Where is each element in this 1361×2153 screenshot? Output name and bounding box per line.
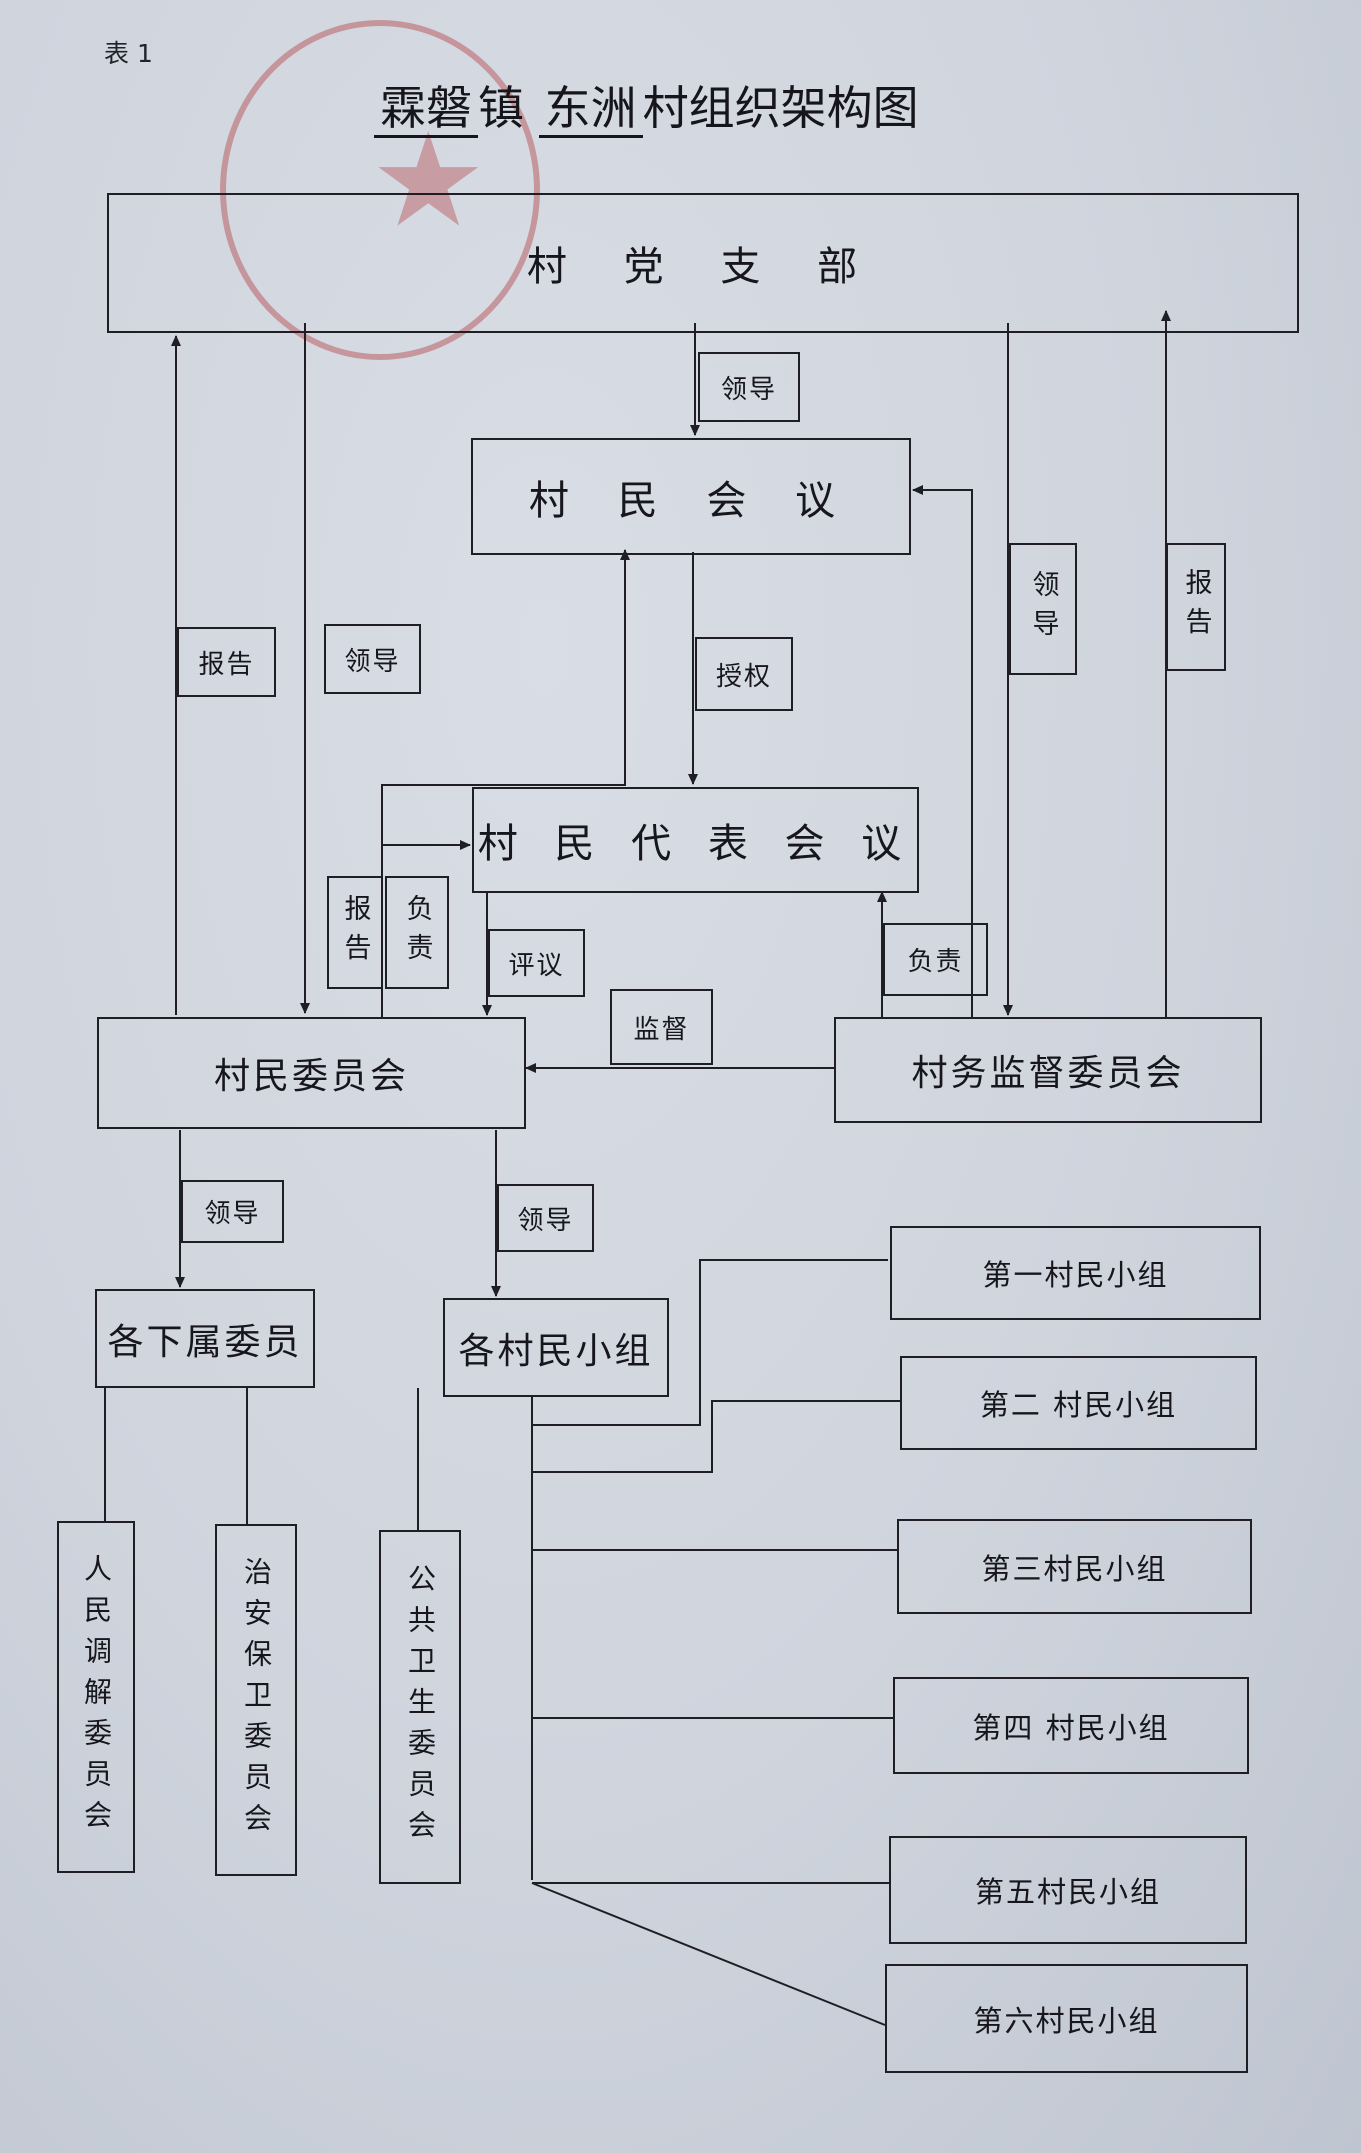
label-review: 评议: [488, 929, 585, 997]
label-report-right: 报告: [1166, 543, 1226, 671]
village-groups-box: 各村民小组: [443, 1298, 669, 1397]
group-4-box: 第四 村民小组: [893, 1677, 1249, 1774]
label-lead-members: 领导: [181, 1180, 284, 1243]
group-6-box: 第六村民小组: [885, 1964, 1248, 2073]
label-report-committee: 报告: [327, 876, 383, 989]
label-responsible-supervision: 负责: [883, 923, 988, 996]
title-town: 霖磐: [374, 81, 478, 138]
edge-group-2: [532, 1400, 900, 1473]
title-town-suffix: 镇: [478, 81, 524, 135]
label-lead-meeting: 领导: [698, 352, 800, 422]
villagers-committee-box: 村民委员会: [97, 1017, 526, 1129]
group-1-box: 第一村民小组: [890, 1226, 1261, 1320]
label-authorize: 授权: [695, 637, 793, 711]
label-lead-left: 领导: [324, 624, 421, 694]
supervision-committee-box: 村务监督委员会: [834, 1017, 1262, 1123]
title-rest: 村组织架构图: [642, 81, 919, 135]
title-village: 东洲: [538, 81, 643, 138]
label-responsible-committee: 负责: [385, 876, 449, 989]
security-committee-box: 治安保卫委员会: [215, 1524, 297, 1876]
label-report-left: 报告: [177, 627, 276, 697]
label-lead-groups: 领导: [497, 1184, 594, 1252]
edge-group-6: [531, 1882, 886, 2026]
seal-star-icon: ★: [370, 104, 487, 256]
villagers-meeting-box: 村 民 会 议: [471, 438, 911, 555]
label-lead-right: 领导: [1009, 543, 1077, 675]
label-supervise: 监督: [610, 989, 713, 1065]
mediation-committee-box: 人民调解委员会: [57, 1521, 135, 1873]
official-seal: [220, 20, 540, 360]
subordinate-members-box: 各下属委员: [95, 1289, 315, 1388]
edge-supervision-responsible-meeting: [912, 485, 973, 1017]
health-committee-box: 公共卫生委员会: [379, 1530, 461, 1884]
group-5-box: 第五村民小组: [889, 1836, 1247, 1944]
page-title: 霖磐镇 东洲村组织架构图: [374, 72, 919, 138]
edge-group-1: [532, 1259, 888, 1426]
party-branch-box: 村 党 支 部: [107, 193, 1299, 333]
sheet-number: 表 1: [104, 39, 153, 68]
group-3-box: 第三村民小组: [897, 1519, 1252, 1614]
representatives-meeting-box: 村 民 代 表 会 议: [472, 787, 919, 893]
group-2-box: 第二 村民小组: [900, 1356, 1257, 1450]
